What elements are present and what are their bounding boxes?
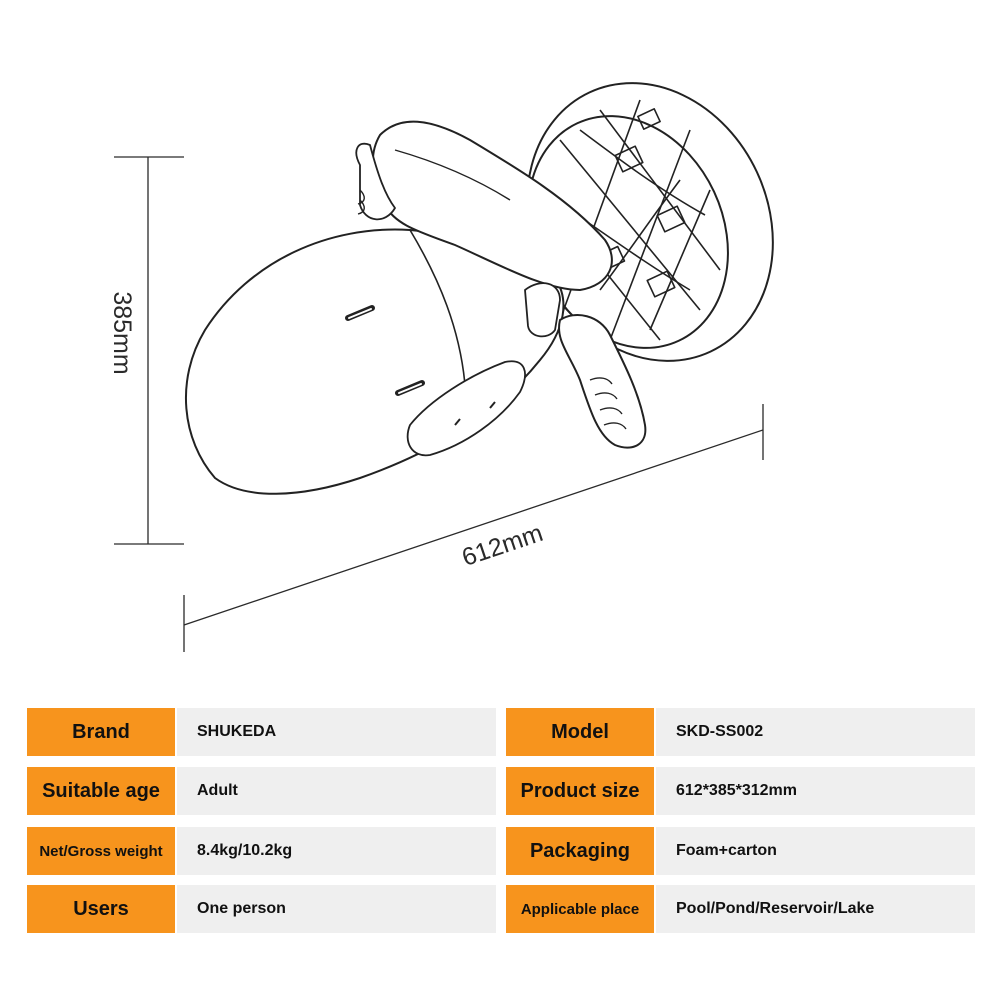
product-line-drawing: 385mm 612mm: [108, 82, 774, 652]
length-dimension: [183, 404, 764, 652]
length-label: 612mm: [458, 519, 546, 572]
spec-key-suitable-age: Suitable age: [27, 767, 175, 815]
spec-value-applicable-place: Pool/Pond/Reservoir/Lake: [656, 885, 975, 933]
spec-key-brand: Brand: [27, 708, 175, 756]
spec-key-weight: Net/Gross weight: [27, 827, 175, 875]
spec-row-3: Net/Gross weight 8.4kg/10.2kg Packaging …: [27, 827, 975, 875]
spec-row-2: Suitable age Adult Product size 612*385*…: [27, 767, 975, 815]
spec-key-users: Users: [27, 885, 175, 933]
spec-value-weight: 8.4kg/10.2kg: [177, 827, 496, 875]
spec-key-packaging: Packaging: [506, 827, 654, 875]
spec-row-4: Users One person Applicable place Pool/P…: [27, 885, 975, 933]
spec-key-product-size: Product size: [506, 767, 654, 815]
spec-key-model: Model: [506, 708, 654, 756]
lower-handle: [558, 314, 647, 449]
spec-value-users: One person: [177, 885, 496, 933]
spec-key-applicable-place: Applicable place: [506, 885, 654, 933]
height-dimension: [114, 156, 184, 545]
height-label: 385mm: [108, 291, 136, 374]
spec-value-model: SKD-SS002: [656, 708, 975, 756]
spec-value-suitable-age: Adult: [177, 767, 496, 815]
scooter-illustration: [184, 82, 774, 495]
control-plate: [406, 360, 526, 457]
spec-row-1: Brand SHUKEDA Model SKD-SS002: [27, 708, 975, 756]
spec-value-product-size: 612*385*312mm: [656, 767, 975, 815]
spec-value-packaging: Foam+carton: [656, 827, 975, 875]
spec-value-brand: SHUKEDA: [177, 708, 496, 756]
